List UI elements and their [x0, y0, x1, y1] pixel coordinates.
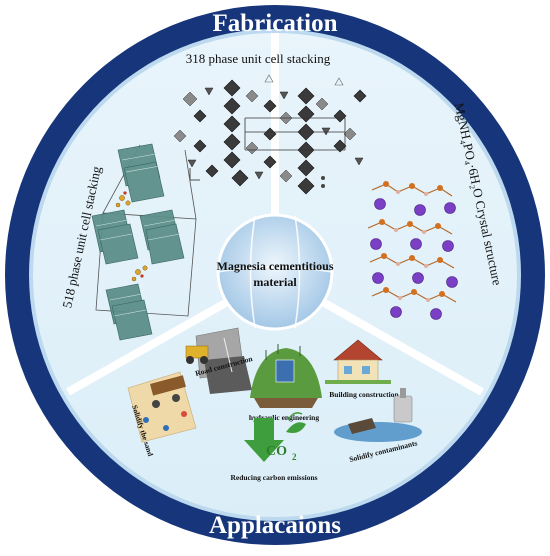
solidify-sand-illustration — [127, 371, 197, 443]
label-hydraulic-engineering: hydraulic engineering — [249, 413, 319, 422]
label-reducing-carbon: Reducing carbon emissions — [230, 473, 317, 482]
co2-reduction-icon: CO 2 — [244, 412, 306, 462]
phase-518-lattice — [91, 143, 197, 341]
center-node: Magnesia cementitious material — [216, 213, 334, 331]
co2-icon-subscript: 2 — [292, 452, 297, 462]
solidify-contaminants-illustration — [334, 388, 422, 442]
center-label-line2: material — [253, 275, 297, 289]
road-construction-illustration — [185, 327, 252, 394]
building-construction-illustration — [325, 339, 391, 384]
hydraulic-engineering-illustration — [250, 344, 322, 408]
applications-title: Applacaions — [209, 512, 341, 539]
fabrication-title: Fabrication — [213, 10, 338, 37]
co2-icon-text: CO — [266, 444, 287, 459]
center-label-line1: Magnesia cementitious — [217, 259, 334, 273]
phase-318-lattice — [173, 74, 367, 195]
label-318-phase: 318 phase unit cell stacking — [186, 51, 331, 66]
crystal-structure-model — [367, 181, 458, 320]
label-building-construction: Building construction — [329, 390, 399, 399]
